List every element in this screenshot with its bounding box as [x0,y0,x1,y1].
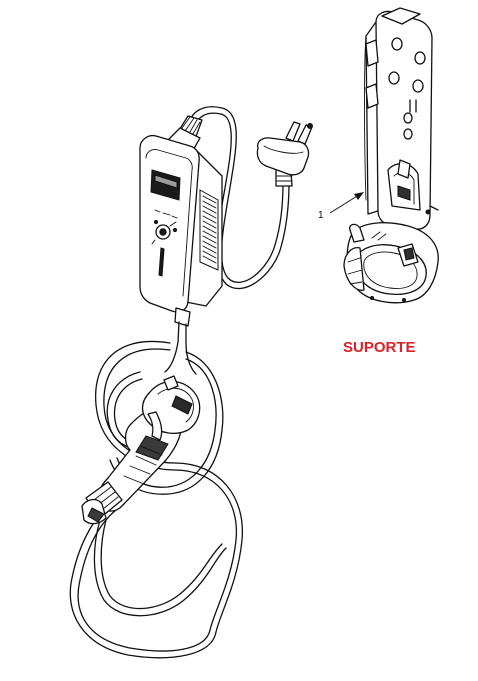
suporte-label: SUPORTE [343,339,416,356]
wall-plug [256,121,313,187]
charging-connector [81,375,201,525]
callout-1-label: 1 [318,210,324,221]
control-box [139,115,223,327]
mounting-holes [388,37,426,140]
callout-1: 1 [318,192,364,221]
side-vents [199,189,219,271]
wall-holder [343,7,439,304]
